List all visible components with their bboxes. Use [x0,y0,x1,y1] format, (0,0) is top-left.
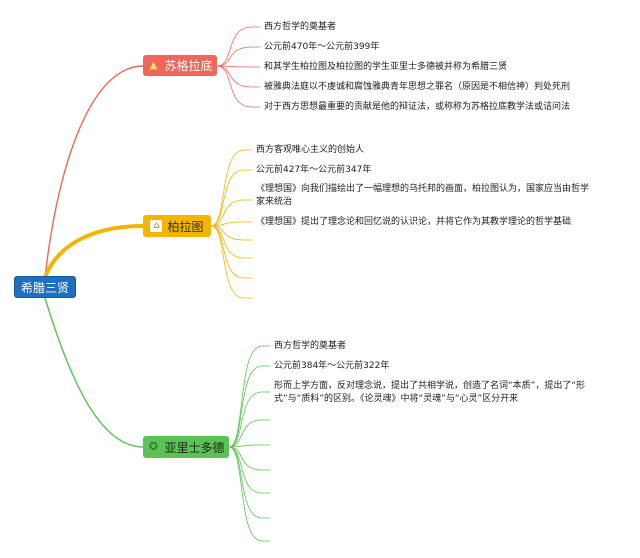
leaf-plato-3[interactable]: 《理想国》向我们描绘出了一幅理想的乌托邦的画面，柏拉图认为，国家应当由哲学 家来… [256,184,590,207]
branch-aristotle[interactable]: ✪ 亚里士多德 [143,436,229,458]
connector-plato-leaf-3 [210,199,253,227]
leaf-socrates-5[interactable]: 对于西方思想最重要的贡献是他的辩证法，或称称为苏格拉底教学法或诘问法 [264,102,571,112]
connector-plato-leaf-6 [210,225,253,259]
leaf-aristotle-3[interactable]: 形而上学方面，反对理念说，提出了共相学说，创造了名词“本质”，提出了“形式”与“… [274,381,585,404]
connector-aristotle-leaf-6 [228,446,271,471]
connector-plato-leaf-4 [210,221,253,227]
leaf-socrates-3[interactable]: 和其学生柏拉图及柏拉图的学生亚里士多德被并称为希腊三贤 [264,62,508,72]
connector-socrates-leaf-3 [216,65,261,68]
branch-label: 亚里士多德 [164,440,225,455]
branch-label: 柏拉图 [167,219,204,234]
connector-plato-leaf-7 [210,225,253,279]
leaf-plato-2[interactable]: 公元前427年～公元前347年 [256,165,372,175]
connector-root-socrates [44,65,144,278]
leaf-aristotle-2[interactable]: 公元前384年～公元前322年 [274,361,390,371]
connector-socrates-leaf-5 [216,65,261,108]
connector-aristotle-leaf-2 [228,365,271,448]
connector-socrates-leaf-2 [216,46,261,67]
connector-plato-leaf-2 [210,169,253,227]
connector-plato-leaf-1 [210,149,253,227]
connector-aristotle-leaf-4 [228,419,271,448]
branch-plato[interactable]: ⌂ 柏拉图 [143,215,211,237]
leaf-plato-1[interactable]: 西方客观唯心主义的创始人 [256,145,365,155]
branch-label: 苏格拉底 [164,59,213,73]
leaf-plato-4[interactable]: 《理想国》提出了理念论和回忆说的认识论，并将它作为其教学理论的哲学基础 [256,217,572,227]
warning-icon: ▲ [149,59,158,71]
connector-plato-leaf-8 [210,225,253,299]
connector-aristotle-leaf-3 [228,391,271,448]
connector-aristotle-leaf-9 [228,446,271,542]
branch-socrates[interactable]: ▲ 苏格拉底 [143,55,217,76]
connector-socrates-leaf-4 [216,65,261,88]
root-label: 希腊三贤 [20,280,69,295]
leaf-aristotle-1[interactable]: 西方哲学的奠基者 [274,341,347,351]
connector-root-aristotle [44,297,144,448]
connector-aristotle-leaf-5 [228,444,271,448]
connector-aristotle-leaf-7 [228,446,271,494]
root-node[interactable]: 希腊三贤 [14,276,76,298]
connector-aristotle-leaf-8 [228,446,271,519]
leaf-socrates-1[interactable]: 西方哲学的奠基者 [264,22,337,32]
connector-socrates-leaf-1 [216,26,261,67]
connector-aristotle-leaf-1 [228,345,271,448]
leaf-socrates-2[interactable]: 公元前470年～公元前399年 [264,42,380,52]
home-icon: ⌂ [150,220,163,232]
connector-root-plato [43,224,145,279]
medal-icon: ✪ [148,440,159,453]
leaf-socrates-4[interactable]: 被雅典法庭以不虔诚和腐蚀雅典青年思想之罪名（原因是不相信神）判处死刑 [264,82,571,92]
